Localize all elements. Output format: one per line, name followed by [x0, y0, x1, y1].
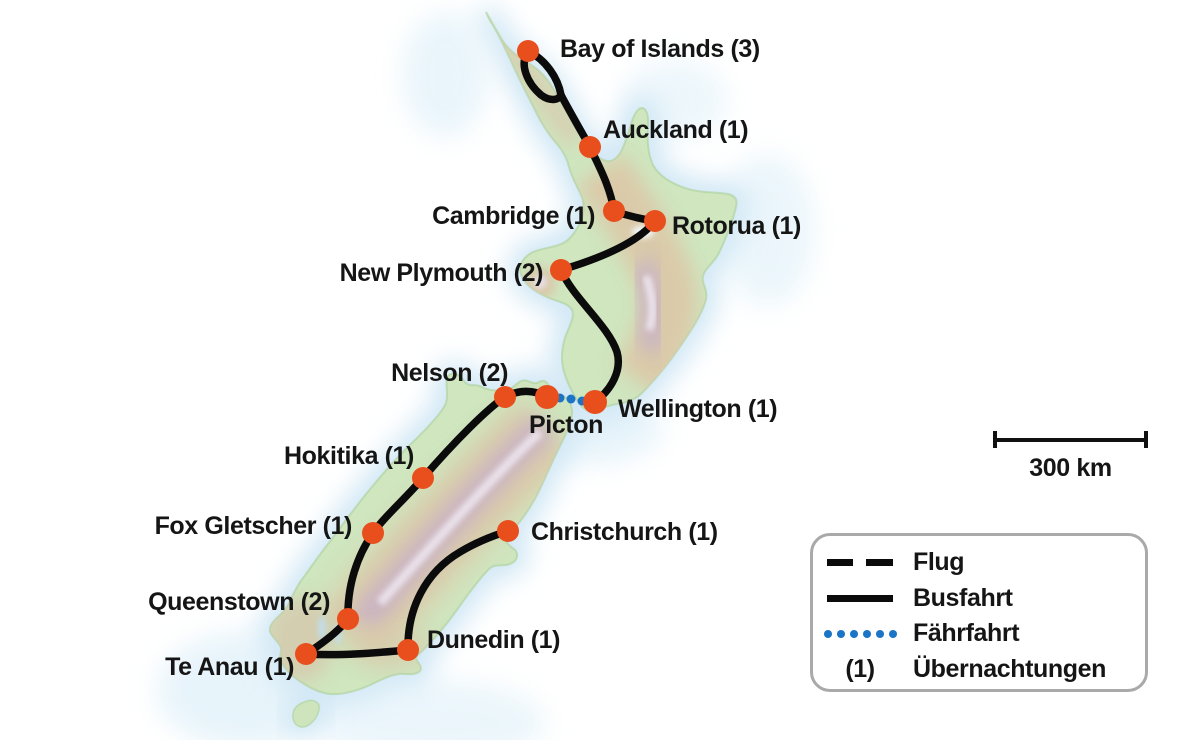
city-dot-christchurch — [497, 520, 519, 542]
ferry-dotted-line-symbol — [823, 629, 897, 638]
city-dot-auckland — [579, 136, 601, 158]
bus-route-segment — [404, 527, 512, 654]
scale-bar: 300 km — [993, 431, 1148, 483]
city-label-picton: Picton — [529, 411, 603, 439]
city-label-new-plymouth: New Plymouth (2) — [339, 259, 544, 287]
city-dot-dunedin — [397, 639, 419, 661]
city-dot-rotorua — [644, 210, 666, 232]
city-label-rotorua: Rotorua (1) — [672, 212, 801, 240]
city-label-te-anau: Te Anau (1) — [165, 653, 294, 681]
city-dot-cambridge — [603, 200, 625, 222]
scale-bar-label: 300 km — [1029, 454, 1112, 482]
legend-label-flight: Flug — [913, 548, 965, 577]
scale-bar-line — [993, 431, 1148, 448]
city-dot-picton — [535, 385, 559, 409]
nights-symbol: (1) — [845, 654, 875, 683]
city-label-queenstown: Queenstown (2) — [148, 588, 330, 616]
legend-row-flight: Flug — [827, 545, 1145, 581]
city-dot-new-plymouth — [550, 259, 572, 281]
city-label-hokitika: Hokitika (1) — [284, 442, 414, 470]
city-dot-hokitika — [412, 467, 434, 489]
city-label-auckland: Auckland (1) — [603, 116, 749, 144]
city-dot-queenstown — [337, 608, 359, 630]
route-layer — [295, 40, 666, 665]
bus-route-segment — [557, 266, 622, 406]
scale-bar-rule — [993, 438, 1148, 442]
map-legend: Flug Busfahrt Fährfahrt (1) Übernachtung… — [810, 533, 1148, 692]
city-dot-fox-gletscher — [362, 522, 384, 544]
city-label-nelson: Nelson (2) — [391, 359, 508, 387]
city-label-cambridge: Cambridge (1) — [432, 202, 595, 230]
legend-row-nights: (1) Übernachtungen — [827, 652, 1145, 688]
legend-row-bus: Busfahrt — [827, 581, 1145, 617]
bus-route-segment — [520, 47, 565, 104]
legend-label-nights: Übernachtungen — [913, 654, 1107, 683]
city-label-dunedin: Dunedin (1) — [427, 626, 561, 654]
legend-label-bus: Busfahrt — [913, 583, 1013, 612]
legend-label-ferry: Fährfahrt — [913, 619, 1020, 648]
city-dot-te-anau — [295, 643, 317, 665]
ferry-route-dot — [566, 394, 576, 404]
scale-bar-right-tick — [1144, 431, 1148, 448]
city-dot-wellington — [583, 390, 607, 414]
bus-solid-line-symbol — [827, 594, 893, 602]
city-dot-bay-of-islands — [517, 40, 539, 62]
city-label-bay-of-islands: Bay of Islands (3) — [560, 35, 760, 63]
city-label-wellington: Wellington (1) — [618, 395, 778, 423]
city-dot-nelson — [494, 386, 516, 408]
flight-dashed-line-symbol — [827, 559, 893, 567]
city-label-fox-gletscher: Fox Gletscher (1) — [154, 512, 353, 540]
south-island — [268, 372, 574, 696]
legend-row-ferry: Fährfahrt — [823, 616, 1145, 652]
city-label-christchurch: Christchurch (1) — [531, 518, 718, 546]
